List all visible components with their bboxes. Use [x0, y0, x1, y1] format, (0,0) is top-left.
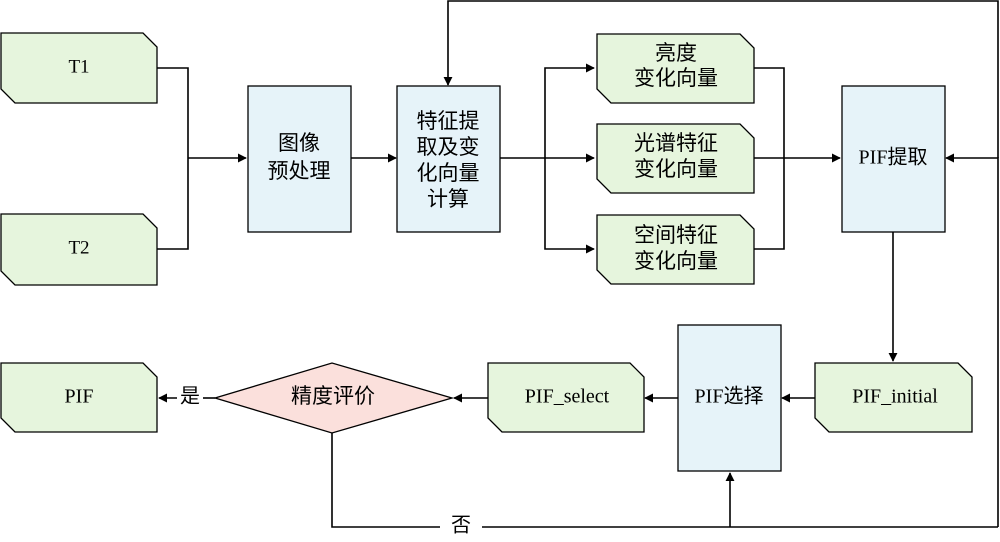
edge-to-brightness	[544, 63, 595, 158]
edge-to-spatial	[544, 158, 595, 254]
edge-eval-no-left	[331, 433, 440, 528]
node-pif-initial-label: PIF_initial	[852, 386, 938, 408]
edge-feedback-to-pif-extract	[945, 153, 999, 527]
node-preprocess-line-1: 图像	[278, 131, 320, 155]
node-preprocess-line-2: 预处理	[268, 159, 331, 183]
node-spatial-vector-line-1: 空间特征	[634, 223, 718, 247]
edge-label-yes: 是	[180, 386, 200, 408]
node-spectral-vector-line-2: 变化向量	[634, 157, 718, 181]
edge-t2-join	[157, 158, 189, 250]
node-pif-extract-label: PIF提取	[859, 146, 928, 169]
node-pif-select-box: PIF选择	[677, 324, 782, 472]
node-pif-select-box-label: PIF选择	[695, 385, 764, 408]
node-feature-extract: 特征提 取及变 化向量 计算	[396, 85, 501, 233]
edge-t1-join	[157, 67, 189, 158]
node-pif-select: PIF_select	[487, 362, 645, 433]
node-pif-select-label: PIF_select	[525, 386, 610, 408]
edge-spatial-out	[754, 158, 785, 250]
node-brightness-vector-line-1: 亮度	[655, 41, 697, 65]
node-t1: T1	[0, 32, 158, 104]
edge-label-no: 否	[451, 515, 471, 537]
node-spatial-vector-line-2: 变化向量	[634, 249, 718, 273]
node-feature-extract-line-4: 计算	[427, 187, 469, 211]
node-spectral-vector-line-1: 光谱特征	[634, 131, 718, 155]
node-accuracy-eval-label: 精度评价	[291, 384, 375, 408]
node-feature-extract-line-1: 特征提	[417, 109, 480, 133]
node-preprocess: 图像 预处理	[247, 85, 352, 233]
connectors	[157, 0, 999, 528]
edge-brightness-out	[754, 67, 785, 158]
node-spectral-vector: 光谱特征 变化向量	[596, 123, 755, 194]
edge-feedback-to-feature	[443, 0, 999, 158]
node-brightness-vector-line-2: 变化向量	[634, 66, 718, 90]
node-t2-label: T2	[68, 237, 89, 258]
node-accuracy-eval: 精度评价	[212, 362, 455, 434]
node-pif-output-label: PIF	[65, 386, 94, 408]
node-pif-extract: PIF提取	[841, 85, 946, 233]
node-brightness-vector: 亮度 变化向量	[596, 33, 755, 104]
node-pif-output: PIF	[0, 362, 158, 433]
node-feature-extract-line-3: 化向量	[417, 161, 480, 185]
node-t2: T2	[0, 213, 158, 286]
node-t1-label: T1	[68, 56, 89, 77]
node-pif-initial: PIF_initial	[814, 362, 973, 433]
node-feature-extract-line-2: 取及变	[417, 135, 480, 159]
node-spatial-vector: 空间特征 变化向量	[596, 214, 755, 285]
